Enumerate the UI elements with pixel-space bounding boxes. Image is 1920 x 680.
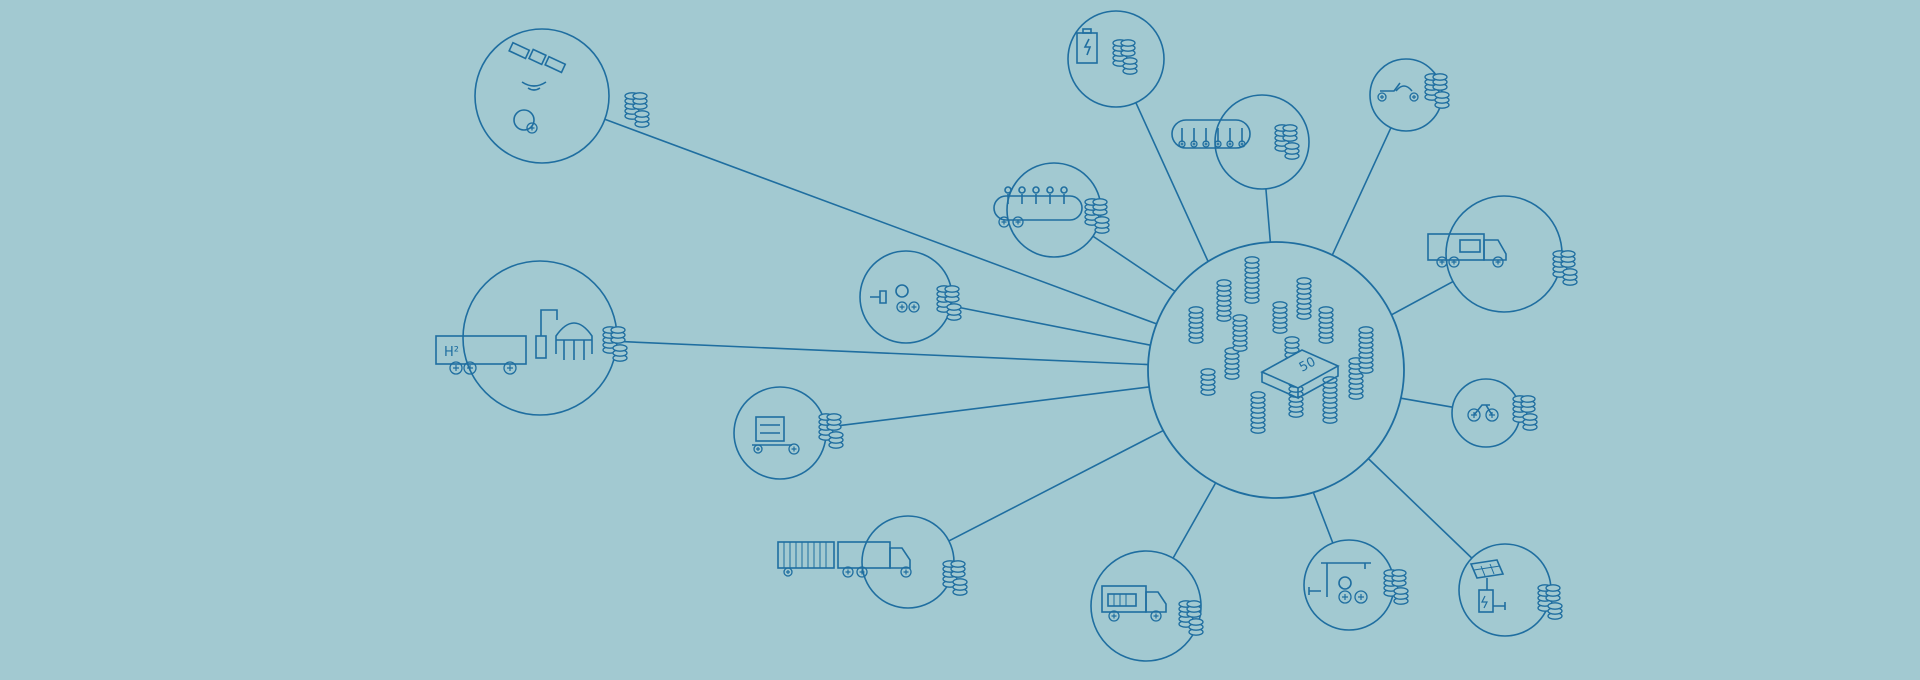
connection-lines [604, 102, 1473, 559]
node-h2-truck-station: H² [435, 260, 628, 416]
edge-container-truck [948, 429, 1164, 542]
node-container-truck [777, 515, 968, 609]
node-circle [474, 28, 610, 164]
electric-moped-icon [1377, 73, 1450, 109]
battery-icon [1076, 28, 1138, 75]
banknote-label: 50 [1297, 355, 1319, 376]
edge-battery-truck [1172, 482, 1217, 559]
ev-charger-plug-icon [870, 284, 962, 321]
container-truck-icon [777, 541, 968, 596]
node-charger [859, 250, 962, 344]
edge-solar-panel [1367, 458, 1473, 559]
node-circle [1067, 10, 1165, 108]
node-ev-truck [1427, 195, 1578, 313]
edge-battery [1135, 102, 1209, 262]
edge-carport [1312, 492, 1334, 544]
edge-satellite [604, 118, 1157, 325]
node-circle [861, 515, 955, 609]
node-scooters [1171, 94, 1310, 190]
node-battery-truck [1090, 550, 1204, 662]
edge-ev-truck [1391, 280, 1454, 316]
node-circle [1303, 539, 1395, 631]
hub-circle [1147, 241, 1405, 499]
node-moped [1369, 58, 1450, 132]
node-circle [1445, 195, 1563, 313]
edge-bus [1092, 235, 1176, 293]
solar-carport-icon [1308, 562, 1409, 605]
battery-truck-icon [1101, 585, 1204, 636]
edge-cargo-bike [825, 386, 1150, 429]
edge-h2-truck-station [616, 340, 1149, 366]
hydrogen-truck-station-icon: H² [435, 309, 628, 375]
h2-label: H² [444, 345, 459, 360]
solar-panel-charger-icon [1469, 559, 1563, 620]
node-bicycle [1451, 378, 1538, 448]
e-bicycle-icon [1467, 395, 1538, 431]
node-satellite [474, 28, 650, 164]
node-circle [462, 260, 618, 416]
e-scooter-fleet-icon [1171, 119, 1300, 160]
satellite-nodes: H² [435, 10, 1578, 662]
node-carport [1303, 539, 1409, 631]
node-cargo-bike [733, 386, 844, 480]
node-battery [1067, 10, 1165, 108]
node-circle [1214, 94, 1310, 190]
cargo-bike-icon [752, 413, 844, 455]
node-circle [1090, 550, 1202, 662]
electric-bus-icon [993, 186, 1110, 234]
node-solar-panel [1458, 543, 1563, 637]
edge-charger [950, 305, 1151, 346]
node-circle [1458, 543, 1552, 637]
edge-scooters [1265, 188, 1272, 243]
satellite-signal-icon [508, 41, 650, 134]
money-stacks-hub-icon: 50 [1188, 256, 1374, 434]
electric-truck-icon [1427, 233, 1578, 286]
hub-node: 50 [1147, 241, 1405, 499]
edge-bicycle [1400, 397, 1453, 408]
edge-moped [1331, 127, 1392, 256]
node-bus [993, 162, 1110, 258]
